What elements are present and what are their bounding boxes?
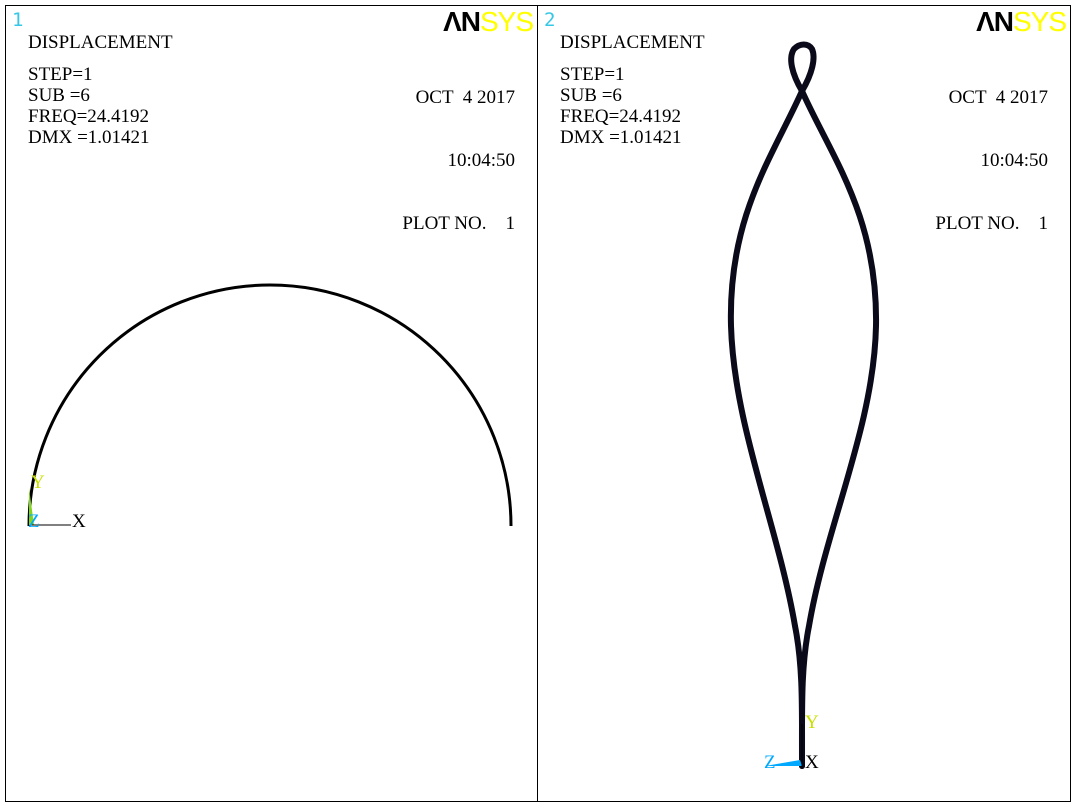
- triad-x-label: X: [805, 752, 819, 773]
- window-number: 2: [544, 9, 556, 31]
- triad-y-label: Y: [805, 712, 819, 733]
- freq-label: FREQ=24.4192: [560, 106, 682, 127]
- sub-label: SUB =6: [28, 85, 90, 106]
- ansys-logo: ΛNSYS: [443, 6, 534, 37]
- graphics-window-2[interactable]: 2 ΛNSYS DISPLACEMENT STEP=1 SUB =6 FREQ=…: [537, 5, 1071, 802]
- axis-triad: Y Z X: [28, 472, 86, 532]
- ansys-logo: ΛNSYS: [976, 6, 1067, 37]
- displacement-plot: Y Z X: [27, 283, 513, 532]
- result-info: DISPLACEMENT STEP=1 SUB =6 FREQ=24.4192 …: [560, 32, 705, 148]
- date-label: OCT 4 2017: [948, 87, 1048, 108]
- date-stamp: OCT 4 2017 10:04:50 PLOT NO. 1: [935, 45, 1048, 276]
- date-label: OCT 4 2017: [415, 87, 515, 108]
- plot-no-label: PLOT NO. 1: [935, 213, 1048, 234]
- time-label: 10:04:50: [447, 150, 515, 171]
- axis-triad: Y Z X: [764, 712, 819, 773]
- triad-z-label: Z: [28, 511, 40, 532]
- displacement-plot: Y Z X: [727, 41, 880, 773]
- time-label: 10:04:50: [980, 150, 1048, 171]
- plot-title: DISPLACEMENT: [28, 32, 173, 53]
- deformed-shape: [727, 41, 880, 769]
- triad-x-label: X: [72, 511, 86, 532]
- step-label: STEP=1: [28, 64, 93, 85]
- date-stamp: OCT 4 2017 10:04:50 PLOT NO. 1: [402, 45, 515, 276]
- triad-z-label: Z: [764, 752, 776, 773]
- triad-y-label: Y: [31, 472, 45, 493]
- dmx-label: DMX =1.01421: [560, 127, 682, 148]
- sub-label: SUB =6: [560, 85, 622, 106]
- plot-title: DISPLACEMENT: [560, 32, 705, 53]
- dmx-label: DMX =1.01421: [28, 127, 150, 148]
- window-number: 1: [12, 9, 24, 31]
- graphics-window-1[interactable]: 1 ΛNSYS DISPLACEMENT STEP=1 SUB =6 FREQ=…: [5, 5, 538, 802]
- plot-no-label: PLOT NO. 1: [402, 213, 515, 234]
- result-info: DISPLACEMENT STEP=1 SUB =6 FREQ=24.4192 …: [28, 32, 173, 148]
- step-label: STEP=1: [560, 64, 625, 85]
- freq-label: FREQ=24.4192: [28, 106, 150, 127]
- arc-shape: [27, 283, 513, 527]
